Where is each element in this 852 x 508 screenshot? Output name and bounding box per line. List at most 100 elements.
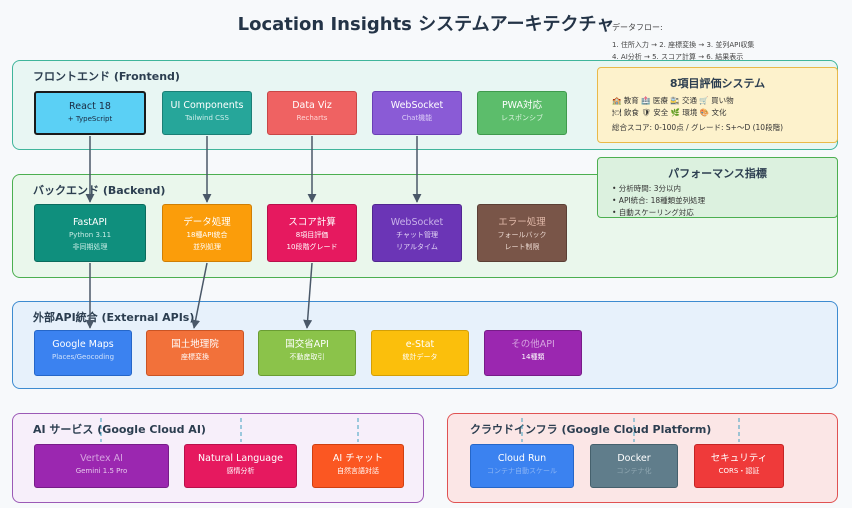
box-sub: Tailwind CSS [185,114,229,122]
backend-websocket-box: WebSocket チャット管理 リアルタイム [372,204,462,262]
backend-error-box: エラー処理 フォールバック レート制限 [477,204,567,262]
box-name: React 18 [69,101,111,112]
box-name: UI Components [170,100,244,111]
box-sub: 14種類 [521,353,545,361]
api-gsi-box: 国土地理院 座標変換 [146,330,244,376]
frontend-pwa-box: PWA対応 レスポンシブ [477,91,567,135]
category-dining: 飲食 [623,108,639,117]
box-name: Vertex AI [80,453,123,464]
hospital-icon: 🏥 [641,96,651,105]
api-estat-box: e-Stat 統計データ [371,330,469,376]
category-safety: 安全 [653,108,669,117]
cart-icon: 🛒 [699,96,709,105]
evaluation-row-2: 🍽 飲食 🛡 安全 🌿 環境 🎨 文化 [612,107,726,118]
category-medical: 医療 [652,96,668,105]
performance-panel-title: パフォーマンス指標 [668,167,767,180]
box-name: スコア計算 [288,217,336,228]
box-sub: Chat機能 [401,114,433,122]
box-sub: 不動産取引 [289,353,325,361]
cloud-docker-box: Docker コンテナ化 [590,444,678,488]
ai-services-layer-label: AI サービス (Google Cloud AI) [33,423,206,436]
box-name: エラー処理 [498,217,546,228]
frontend-ui-components-box: UI Components Tailwind CSS [162,91,252,135]
leaf-icon: 🌿 [670,108,680,117]
category-transport: 交通 [681,96,697,105]
box-sub: CORS・認証 [718,467,760,475]
shield-icon: 🛡 [641,108,651,117]
box-name: Docker [617,453,651,464]
school-icon: 🏫 [612,96,622,105]
box-sub: + TypeScript [67,115,113,123]
box-sub: フォールバック [497,231,547,239]
dining-icon: 🍽 [612,108,622,117]
box-name: e-Stat [405,339,435,350]
box-name: PWA対応 [501,100,543,111]
diagram-title: Location Insights システムアーキテクチャ [237,14,615,35]
data-flow-line-1: 1. 住所入力 → 2. 座標変換 → 3. 並列API収集 [612,41,755,49]
box-sub: コンテナ化 [616,467,652,475]
backend-score-box: スコア計算 8項目評価 10段階グレード [267,204,357,262]
box-name: AI チャット [332,453,384,464]
box-sub: 10段階グレード [286,243,338,251]
box-sub: チャット管理 [396,231,438,239]
box-name: データ処理 [183,217,231,228]
box-sub: 座標変換 [181,353,209,361]
cloud-run-box: Cloud Run コンテナ自動スケール [470,444,574,488]
box-name: その他API [511,339,555,350]
api-other-box: その他API 14種類 [484,330,582,376]
box-name: 国交省API [285,339,329,350]
box-name: 国土地理院 [171,339,219,350]
backend-data-processing-box: データ処理 18種API統合 並列処理 [162,204,252,262]
category-environment: 環境 [682,108,698,117]
arrow-data-processing-to-gsi [191,262,208,329]
box-name: WebSocket [390,100,444,111]
evaluation-footer: 総合スコア: 0-100点 / グレード: S+〜D (10段階) [612,123,784,132]
frontend-layer-label: フロントエンド (Frontend) [33,70,180,83]
external-api-layer-label: 外部API統合 (External APIs) [33,311,195,324]
backend-layer-label: バックエンド (Backend) [33,184,166,197]
evaluation-panel [597,67,838,143]
category-shopping: 買い物 [711,96,734,105]
box-sub: 並列処理 [193,243,221,251]
box-sub: レート制限 [504,243,540,251]
box-name: FastAPI [72,217,108,228]
box-name: Google Maps [52,339,114,350]
api-mlit-box: 国交省API 不動産取引 [258,330,356,376]
evaluation-panel-title: 8項目評価システム [669,77,766,90]
frontend-websocket-box: WebSocket Chat機能 [372,91,462,135]
performance-item: • 自動スケーリング対応 [612,208,694,217]
api-google-maps-box: Google Maps Places/Geocoding [34,330,132,376]
category-culture: 文化 [711,108,727,117]
performance-panel [597,157,838,218]
box-sub: 自然言語対話 [337,467,379,475]
box-sub: Recharts [296,114,328,122]
cloud-infra-layer-label: クラウドインフラ (Google Cloud Platform) [470,423,712,436]
data-flow-heading: データフロー: [612,23,663,32]
box-name: WebSocket [390,217,444,228]
box-sub: 18種API統合 [186,231,228,239]
frontend-dataviz-box: Data Viz Recharts [267,91,357,135]
arrow-score-to-mlit [303,262,313,329]
cloud-security-box: セキュリティ CORS・認証 [694,444,784,488]
category-education: 教育 [623,96,639,105]
box-name: Natural Language [198,453,283,464]
backend-fastapi-box: FastAPI Python 3.11 非同期処理 [34,204,146,262]
box-sub: コンテナ自動スケール [487,467,557,475]
box-name: Cloud Run [497,453,547,464]
box-sub: 非同期処理 [72,243,108,251]
train-icon: 🚉 [670,96,680,105]
box-name: セキュリティ [710,453,768,464]
data-flow-line-2: 4. AI分析 → 5. スコア計算 → 6. 結果表示 [612,53,744,61]
box-sub: Places/Geocoding [51,353,115,361]
box-name: Data Viz [292,100,332,111]
box-sub: 統計データ [402,353,438,361]
ai-chat-box: AI チャット 自然言語対話 [312,444,404,488]
performance-item: • API統合: 18種類並列処理 [612,196,706,205]
ai-natural-language-box: Natural Language 感情分析 [184,444,297,488]
box-sub: レスポンシブ [501,114,543,122]
art-icon: 🎨 [699,108,710,117]
box-sub: 感情分析 [226,467,255,475]
box-sub: リアルタイム [396,243,438,251]
box-sub: Gemini 1.5 Pro [75,467,128,475]
